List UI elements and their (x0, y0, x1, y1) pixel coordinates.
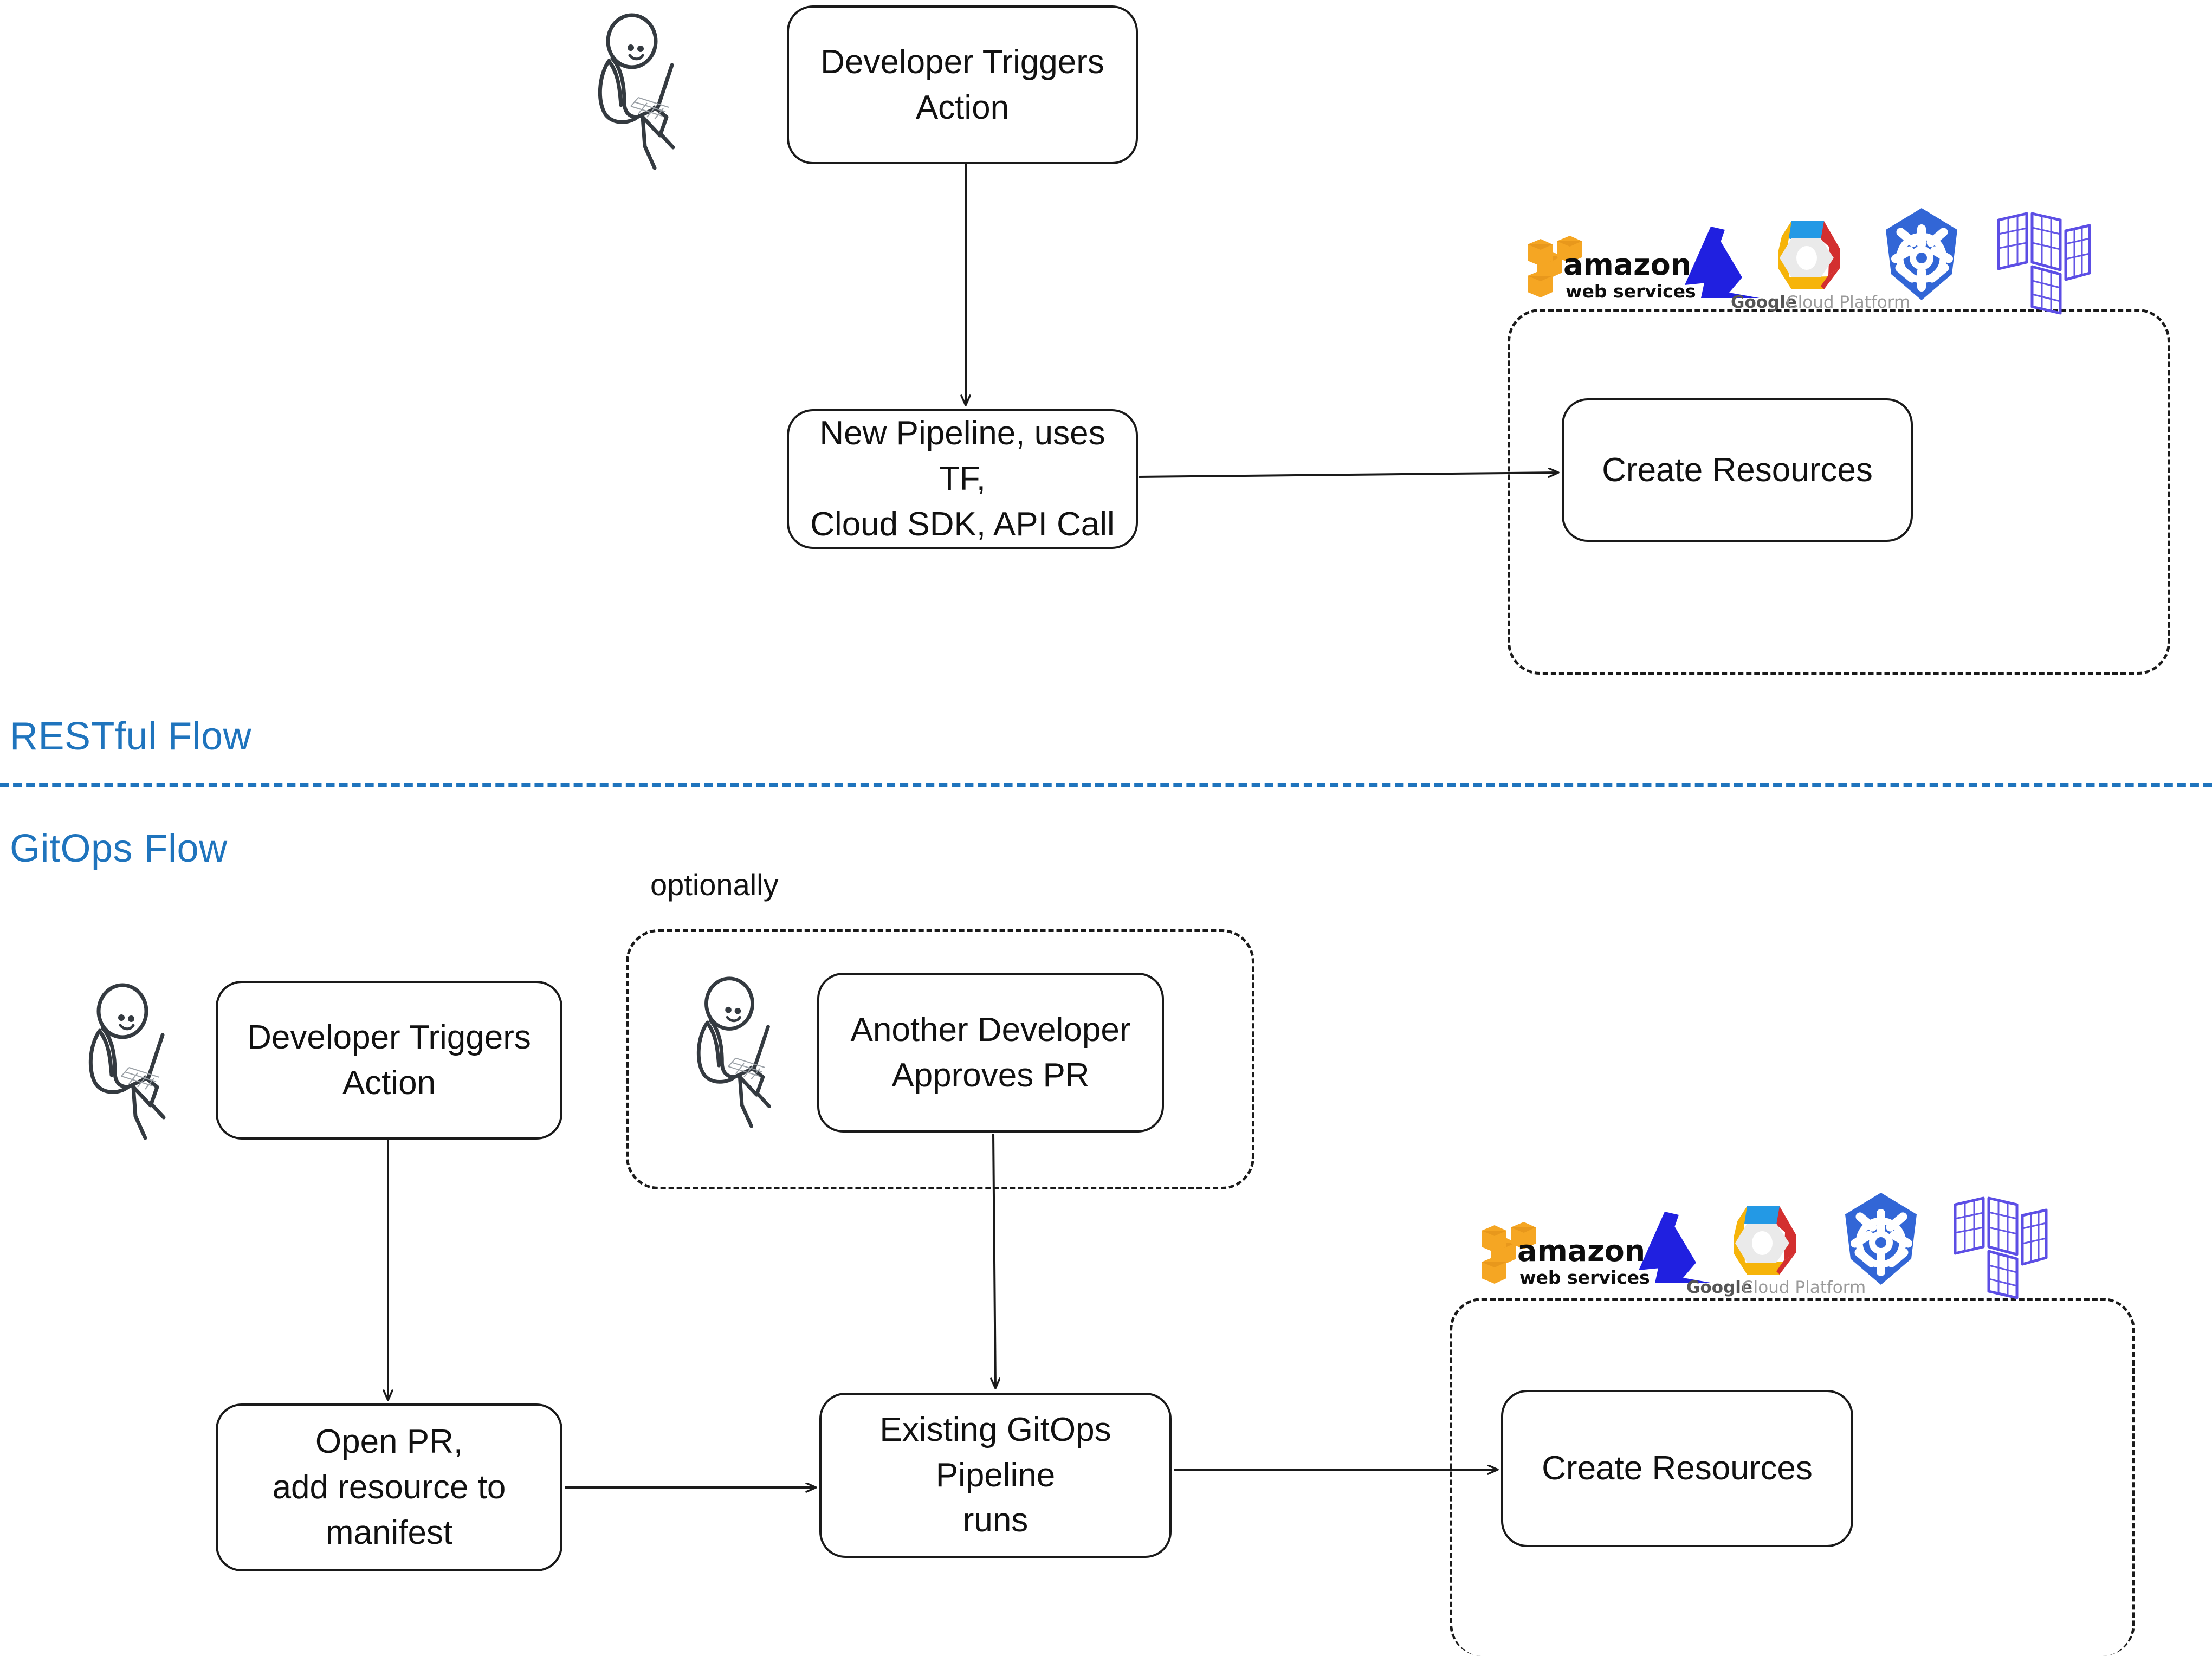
azure-logo-bottom (1631, 1202, 1729, 1297)
section-title-restful: RESTful Flow (10, 715, 252, 758)
optional-label: optionally (650, 868, 779, 902)
node-create-resources-gitops[interactable]: Create Resources (1501, 1390, 1853, 1547)
terraform-logo-bottom (1951, 1195, 2051, 1301)
aws-logo-bottom: amazon web services (1479, 1211, 1650, 1301)
kubernetes-logo-bottom (1829, 1189, 1935, 1298)
cloud-group-top (1508, 309, 2170, 675)
developer-figure-optional (689, 974, 784, 1131)
developer-figure-top (591, 11, 688, 173)
node-label: Developer Triggers Action (820, 43, 1104, 126)
aws-logo-label-sub: web services (1519, 1267, 1650, 1288)
developer-figure-left (81, 981, 179, 1143)
node-label: Create Resources (1542, 1450, 1813, 1487)
aws-logo-top: amazon web services (1525, 225, 1696, 314)
gcp-logo-bottom: Google Cloud Platform (1684, 1202, 1866, 1299)
optional-group (626, 929, 1254, 1189)
gcp-logo-label-brand: Google (1686, 1278, 1752, 1297)
kubernetes-logo-top (1870, 205, 1975, 313)
node-label: Create Resources (1602, 451, 1873, 489)
node-developer-triggers-action-gitops[interactable]: Developer Triggers Action (216, 981, 562, 1140)
gcp-logo-label-brand: Google (1731, 293, 1797, 312)
section-title-gitops: GitOps Flow (10, 827, 228, 870)
node-open-pr[interactable]: Open PR, add resource to manifest (216, 1403, 562, 1571)
aws-logo-label-main: amazon (1517, 1234, 1645, 1268)
node-another-developer-approves-pr[interactable]: Another Developer Approves PR (817, 973, 1164, 1133)
node-label: Existing GitOps Pipeline runs (879, 1411, 1111, 1539)
gcp-logo-top: Google Cloud Platform (1729, 217, 1910, 314)
arrow-pipeline-to-create (1139, 473, 1558, 478)
gcp-logo-label-rest: Cloud Platform (1786, 293, 1910, 312)
node-existing-gitops-pipeline[interactable]: Existing GitOps Pipeline runs (819, 1393, 1172, 1558)
node-label: Developer Triggers Action (247, 1018, 531, 1102)
node-create-resources-restful[interactable]: Create Resources (1562, 398, 1913, 542)
node-label: Another Developer Approves PR (850, 1011, 1131, 1094)
node-label: Open PR, add resource to manifest (272, 1423, 506, 1551)
gcp-logo-label-rest: Cloud Platform (1742, 1278, 1866, 1297)
azure-logo-top (1677, 217, 1775, 312)
section-divider (0, 783, 2212, 787)
cloud-group-bottom (1450, 1298, 2135, 1656)
node-developer-triggers-action-restful[interactable]: Developer Triggers Action (787, 5, 1138, 164)
terraform-logo-top (1994, 210, 2094, 316)
aws-logo-label-sub: web services (1566, 281, 1696, 302)
aws-logo-label-main: amazon (1563, 248, 1691, 282)
node-label: New Pipeline, uses TF, Cloud SDK, API Ca… (810, 415, 1115, 543)
node-new-pipeline[interactable]: New Pipeline, uses TF, Cloud SDK, API Ca… (787, 409, 1138, 549)
